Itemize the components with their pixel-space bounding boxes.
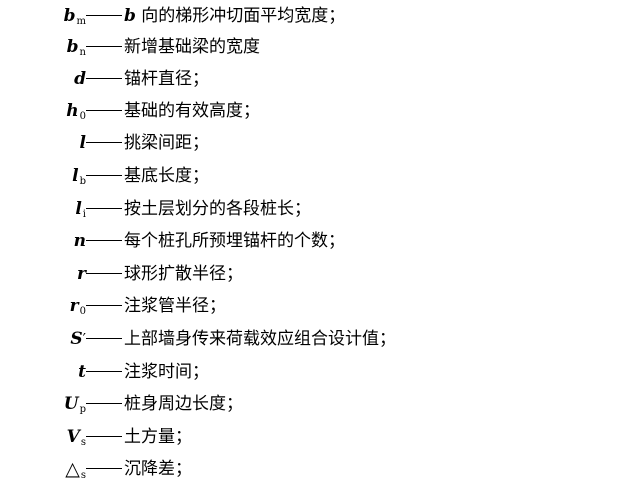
em-dash <box>86 208 122 209</box>
em-dash <box>86 110 122 111</box>
symbol: lb <box>72 160 86 192</box>
symbol-letter: h <box>66 101 79 121</box>
glossary-row-n: n 每个桩孔所预埋锚杆的个数； <box>0 225 633 257</box>
definition: 土方量； <box>124 427 192 447</box>
symbol: t <box>78 356 86 388</box>
symbol: Vs <box>67 421 86 453</box>
em-dash <box>86 15 122 16</box>
symbol-letter: U <box>63 394 79 414</box>
definition-text: 向的梯形冲切面平均宽度； <box>135 6 346 26</box>
glossary-row-l: l 挑梁间距； <box>0 127 633 159</box>
definition: 挑梁间距； <box>124 133 209 153</box>
definition: 新增基础梁的宽度 <box>124 37 260 57</box>
glossary-row-h0: h0 基础的有效高度； <box>0 95 633 127</box>
em-dash <box>86 371 122 372</box>
symbol-letter: d <box>74 69 86 89</box>
glossary-row-d: d 锚杆直径； <box>0 63 633 95</box>
glossary-row-s-prime: S′ 上部墙身传来荷载效应组合设计值； <box>0 323 633 355</box>
symbol: Up <box>64 388 86 420</box>
em-dash <box>86 240 122 241</box>
em-dash <box>86 403 122 404</box>
symbol: li <box>75 193 86 225</box>
em-dash <box>86 305 122 306</box>
definition: 沉降差； <box>124 459 192 479</box>
definition: 球形扩散半径； <box>124 264 243 284</box>
definition: 注浆管半径； <box>124 296 226 316</box>
symbol: S′ <box>70 323 86 355</box>
symbol-letter: V <box>66 427 80 447</box>
symbol-subscript: b <box>79 176 86 187</box>
definition: 锚杆直径； <box>124 69 209 89</box>
symbol-letter: l <box>75 199 82 219</box>
definition: 每个桩孔所预埋锚杆的个数； <box>124 231 345 251</box>
symbol-letter: b <box>63 6 76 26</box>
em-dash <box>86 468 122 469</box>
em-dash <box>86 78 122 79</box>
glossary-row-bm: bm b 向的梯形冲切面平均宽度； <box>0 0 633 32</box>
definition-variable: b <box>124 6 136 26</box>
symbol-prime: ′ <box>82 330 86 348</box>
symbol-subscript: n <box>79 47 86 58</box>
symbol-letter: l <box>79 133 86 153</box>
em-dash <box>86 175 122 176</box>
symbol: r0 <box>70 290 86 322</box>
glossary-row-up: Up 桩身周边长度； <box>0 388 633 420</box>
glossary-row-li: li 按土层划分的各段桩长； <box>0 193 633 225</box>
symbol-letter: l <box>72 166 79 186</box>
delta-symbol: △ <box>65 458 80 480</box>
symbol: h0 <box>66 95 86 127</box>
em-dash <box>86 46 122 47</box>
definition: 桩身周边长度； <box>124 394 243 414</box>
em-dash <box>86 338 122 339</box>
em-dash <box>86 436 122 437</box>
definition: 注浆时间； <box>124 362 209 382</box>
definition: 基底长度； <box>124 166 209 186</box>
symbol: d <box>74 63 86 95</box>
symbol-subscript: i <box>82 209 86 220</box>
glossary-row-r: r 球形扩散半径； <box>0 258 633 290</box>
symbol: bn <box>67 31 86 63</box>
definition: b 向的梯形冲切面平均宽度； <box>124 0 345 32</box>
symbol-letter: t <box>78 362 86 382</box>
symbol-subscript: p <box>79 404 86 415</box>
symbol: △s <box>65 453 86 485</box>
symbol-letter: S <box>70 329 83 349</box>
definition: 基础的有效高度； <box>124 101 260 121</box>
symbol-subscript: 0 <box>79 306 86 317</box>
em-dash <box>86 142 122 143</box>
definition: 按土层划分的各段桩长； <box>124 199 311 219</box>
symbol: bm <box>64 0 86 32</box>
definition: 上部墙身传来荷载效应组合设计值； <box>124 329 396 349</box>
symbol-letter: n <box>73 231 86 251</box>
glossary-row-t: t 注浆时间； <box>0 356 633 388</box>
symbol-letter: r <box>69 296 79 316</box>
glossary-row-lb: lb 基底长度； <box>0 160 633 192</box>
symbol-subscript: m <box>76 16 86 27</box>
glossary-row-bn: bn 新增基础梁的宽度 <box>0 31 633 63</box>
symbol-letter: b <box>66 37 79 57</box>
glossary-row-r0: r0 注浆管半径； <box>0 290 633 322</box>
glossary-row-delta-s: △s 沉降差； <box>0 453 633 485</box>
symbol: n <box>74 225 86 257</box>
em-dash <box>86 273 122 274</box>
symbol-letter: r <box>77 264 86 284</box>
symbol: r <box>77 258 86 290</box>
symbol-subscript: s <box>80 470 86 481</box>
glossary-row-vs: Vs 土方量； <box>0 421 633 453</box>
symbol-subscript: 0 <box>79 111 86 122</box>
symbol: l <box>80 127 86 159</box>
symbol-subscript: s <box>80 437 86 448</box>
